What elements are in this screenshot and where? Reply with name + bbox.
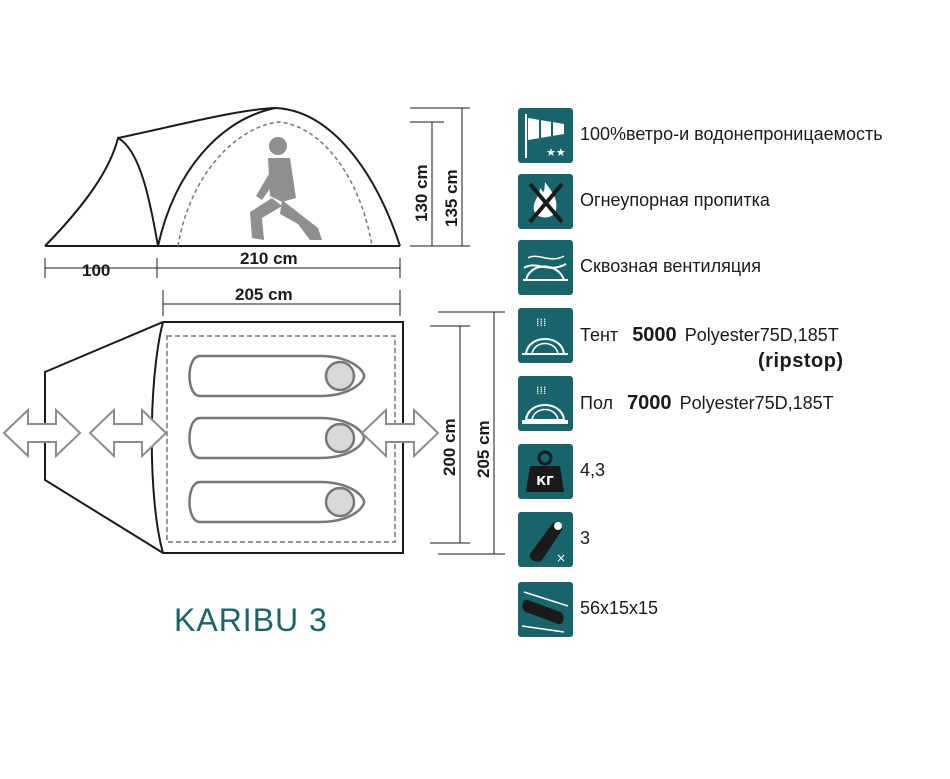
feature-capacity: × 3 bbox=[518, 512, 948, 568]
weight-icon-text: КГ bbox=[536, 474, 554, 488]
no-fire-icon bbox=[518, 174, 573, 229]
feature-ventilation: Сквозная вентиляция bbox=[518, 240, 948, 296]
feature-prefix: Тент bbox=[580, 325, 619, 345]
sleeping-bag-icon: × bbox=[518, 512, 573, 567]
feature-prefix: Пол bbox=[580, 393, 614, 413]
weight-kg-icon: КГ bbox=[518, 444, 573, 499]
entrance-arrows bbox=[2, 407, 440, 459]
feature-material: Polyester75D,185T bbox=[679, 393, 834, 413]
feature-fly-waterproof: ⁞⁞⁞ Тент 5000 Polyester75D,185T (ripstop) bbox=[518, 308, 948, 372]
dim-inner-length-floor: 205 cm bbox=[235, 285, 293, 304]
windsock-icon: ★★ bbox=[518, 108, 573, 163]
feature-note: (ripstop) bbox=[758, 350, 844, 372]
dim-height-inner: 130 cm bbox=[412, 164, 431, 222]
person-figure bbox=[250, 137, 322, 240]
feature-material: Polyester75D,185T bbox=[684, 325, 839, 345]
dim-floor-width-outer: 205 cm bbox=[474, 420, 493, 478]
double-arrow-icon bbox=[360, 407, 440, 459]
feature-value: 7000 bbox=[627, 392, 672, 414]
feature-value: 5000 bbox=[632, 324, 677, 346]
model-name: KARIBU 3 bbox=[174, 602, 328, 638]
double-arrow-icon bbox=[88, 407, 168, 459]
feature-label: 100%ветро-и водонепроницаемость bbox=[580, 124, 883, 144]
sleeping-bag-1 bbox=[188, 354, 366, 398]
pack-bag-icon bbox=[518, 582, 573, 637]
feature-label: 4,3 bbox=[580, 460, 606, 480]
feature-floor-waterproof: ⁞⁞⁞ Пол 7000 Polyester75D,185T bbox=[518, 376, 948, 432]
dim-inner-length-side: 210 cm bbox=[240, 249, 298, 268]
feature-fireproof: Огнеупорная пропитка bbox=[518, 174, 948, 230]
feature-label: Огнеупорная пропитка bbox=[580, 190, 770, 210]
feature-pack-size: 56x15x15 bbox=[518, 582, 948, 638]
dim-floor-width-inner: 200 cm bbox=[440, 418, 459, 476]
svg-text:⁞⁞⁞: ⁞⁞⁞ bbox=[536, 384, 547, 397]
ventilation-icon bbox=[518, 240, 573, 295]
feature-label: 56x15x15 bbox=[580, 598, 659, 618]
feature-label: Сквозная вентиляция bbox=[580, 256, 761, 276]
dim-vestibule-length: 100 bbox=[82, 261, 110, 280]
sleeping-bags bbox=[188, 354, 366, 524]
double-arrow-icon bbox=[2, 407, 82, 459]
svg-text:×: × bbox=[556, 551, 566, 565]
rain-tent-icon: ⁞⁞⁞ bbox=[518, 308, 573, 363]
sleeping-bag-3 bbox=[188, 480, 366, 524]
feature-weight: КГ 4,3 bbox=[518, 444, 948, 500]
svg-text:⁞⁞⁞: ⁞⁞⁞ bbox=[536, 316, 547, 329]
svg-text:★★: ★★ bbox=[546, 146, 566, 159]
side-dimension-lines bbox=[44, 107, 505, 555]
sleeping-bag-2 bbox=[188, 416, 366, 460]
dim-height-outer: 135 cm bbox=[442, 169, 461, 227]
tent-side-view bbox=[44, 106, 401, 247]
feature-label: 3 bbox=[580, 528, 591, 548]
feature-wind-waterproof: ★★ 100%ветро-и водонепроницаемость bbox=[518, 108, 948, 164]
rain-floor-icon: ⁞⁞⁞ bbox=[518, 376, 573, 431]
